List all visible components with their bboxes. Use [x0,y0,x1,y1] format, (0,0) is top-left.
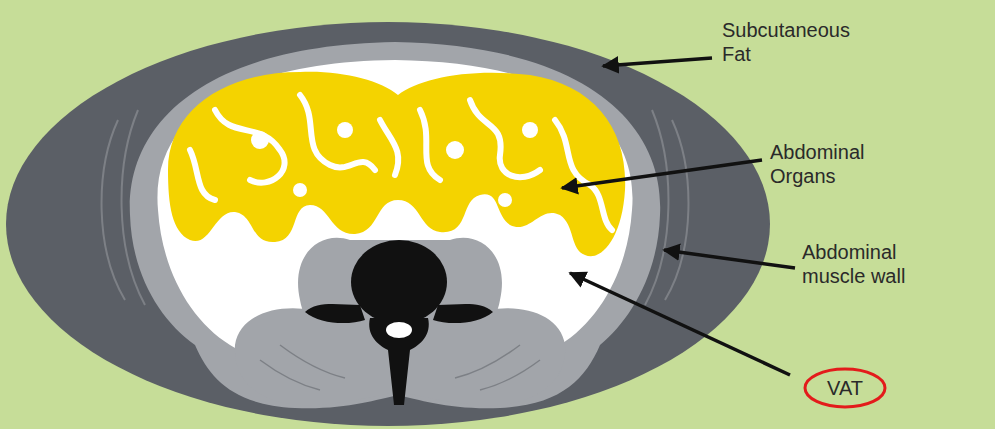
leader-arrows [562,58,795,375]
vertebra [305,240,493,405]
highlight-circle: VAT [803,367,887,409]
spinal-canal [386,322,412,338]
back-muscles [235,308,565,405]
muscle-wall [130,42,660,408]
callout-label: Subcutaneous Fat [722,18,862,66]
subcutaneous-fat [6,22,770,426]
callout-label: Abdominal Organs [770,140,890,188]
node-text: VAT [827,376,863,400]
abdominal-organs [168,72,625,257]
red-ring [805,369,885,407]
bowel-loops [251,122,538,207]
callout-label: Abdominal muscle wall [802,240,932,288]
bowel-gaps [190,95,612,230]
